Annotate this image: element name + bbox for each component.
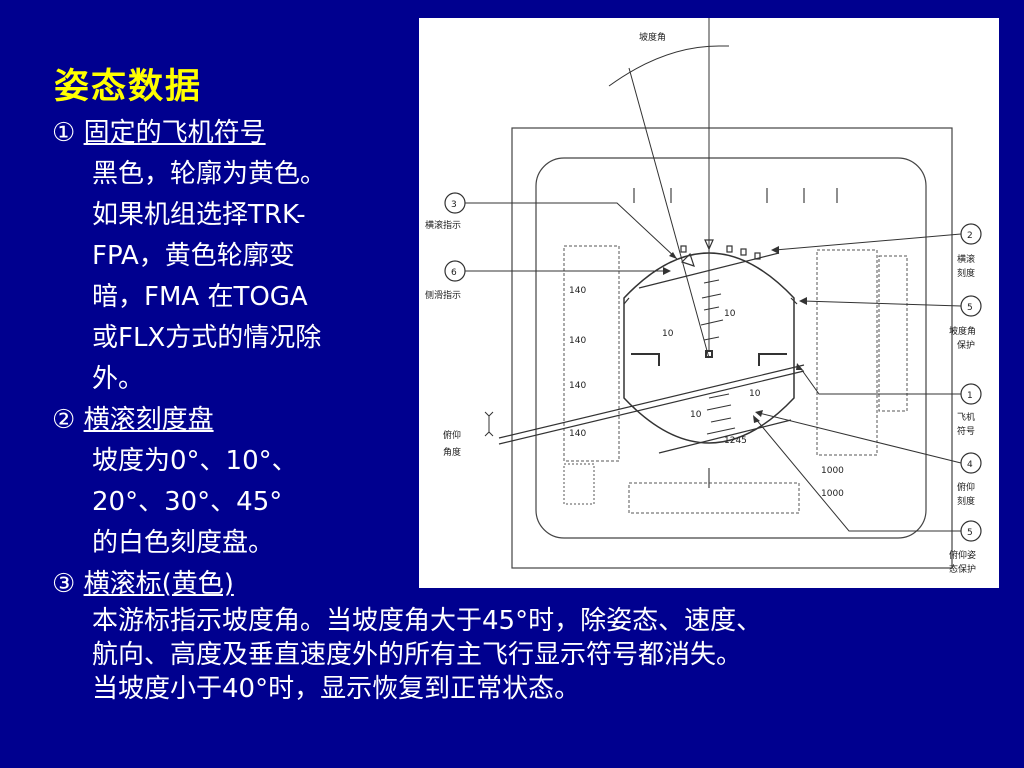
- pitch-label: 10: [690, 410, 702, 420]
- left-tape: 140 140 140 140: [563, 245, 620, 505]
- callout-right: 2 横滚 刻度: [771, 223, 982, 279]
- item2-header: ② 横滚刻度盘: [52, 400, 214, 441]
- callout-number: 5: [967, 528, 973, 538]
- callout-number: 4: [967, 460, 973, 470]
- pfd-attitude-diagram: 140 140 140 140 1000 1000: [419, 18, 999, 588]
- altitude-readout: 1245: [724, 436, 747, 446]
- callout-right: 4 俯仰 刻度: [755, 410, 982, 507]
- attitude-sphere: [623, 252, 795, 444]
- tape-label: 140: [569, 336, 586, 346]
- callout-text: 坡度角: [949, 325, 976, 337]
- pitch-ladder: [700, 279, 736, 435]
- item3-heading: 横滚标(黄色): [83, 569, 234, 599]
- item2-marker: ②: [52, 405, 76, 435]
- item1-header: ① 固定的飞机符号: [52, 113, 266, 154]
- item2-line: 坡度为0°、10°、: [92, 446, 298, 476]
- callout-left: 6 侧滑指示: [425, 260, 671, 301]
- item1-line: 或FLX方式的情况除: [92, 323, 322, 353]
- callout-number: 1: [967, 391, 973, 401]
- callout-text: 符号: [957, 425, 975, 437]
- callout-text: 刻度: [957, 495, 975, 507]
- callout-number: 3: [451, 200, 457, 210]
- bank-arc: [608, 45, 720, 87]
- pitch-angle-label: 角度: [443, 446, 461, 458]
- callout-text: 俯仰姿: [949, 549, 976, 561]
- ground-line: [658, 419, 792, 454]
- item3-header: ③ 横滚标(黄色): [52, 564, 234, 605]
- callout-number: 6: [451, 268, 457, 278]
- callout-right: 5 坡度角 保护: [799, 295, 982, 351]
- pitch-label: 10: [662, 329, 674, 339]
- item3-marker: ③: [52, 569, 76, 599]
- item2-line: 20°、30°、45°: [92, 487, 283, 517]
- item3-line: 当坡度小于40°时，显示恢复到正常状态。: [92, 674, 581, 704]
- bank-angle-label: 坡度角: [639, 31, 666, 43]
- tape-label: 1000: [821, 466, 844, 476]
- horizon-line: [498, 364, 805, 439]
- page-title: 姿态数据: [54, 67, 203, 107]
- item2-line: 的白色刻度盘。: [92, 528, 275, 558]
- item1-heading: 固定的飞机符号: [83, 118, 266, 148]
- bank-line: [628, 67, 710, 359]
- callout-text: 保护: [957, 339, 975, 351]
- item1-line: 如果机组选择TRK-: [92, 200, 306, 230]
- callout-number: 2: [967, 231, 973, 241]
- item1-line: FPA，黄色轮廓变: [92, 241, 295, 271]
- callout-text: 横滚: [957, 253, 975, 265]
- pfd-diagram-svg: 140 140 140 140 1000 1000: [425, 18, 982, 575]
- item2-heading: 横滚刻度盘: [83, 405, 214, 435]
- callout-text: 态保护: [949, 563, 976, 575]
- outer-frame: [511, 127, 953, 569]
- inner-frame: [535, 157, 927, 539]
- roll-index: [680, 252, 695, 267]
- callout-number: 5: [967, 303, 973, 313]
- pitch-angle-label: 俯仰: [443, 429, 461, 441]
- item1-line: 外。: [92, 364, 145, 394]
- aircraft-symbol: [631, 350, 787, 366]
- callout-text: 刻度: [957, 267, 975, 279]
- horizon-line: [498, 370, 805, 445]
- callout-left: 3 横滚指示: [425, 192, 678, 260]
- item3-line: 航向、高度及垂直速度外的所有主飞行显示符号都消失。: [92, 640, 743, 670]
- top-ticks: [633, 188, 838, 203]
- callout-right: 5 俯仰姿 态保护: [753, 415, 982, 575]
- heading-tape: [628, 482, 800, 514]
- tape-label: 140: [569, 286, 586, 296]
- tape-label: 140: [569, 381, 586, 391]
- callout-text: 俯仰: [957, 481, 975, 493]
- item3-body: 本游标指示坡度角。当坡度角大于45°时，除姿态、速度、 航向、高度及垂直速度外的…: [92, 604, 762, 706]
- callout-text: 侧滑指示: [425, 289, 461, 301]
- item1-line: 暗，FMA 在TOGA: [92, 282, 308, 312]
- tape-label: 140: [569, 429, 586, 439]
- pitch-label: 10: [749, 389, 761, 399]
- callout-right: 1 飞机 符号: [796, 363, 982, 437]
- roll-scale: [623, 239, 798, 305]
- callout-text: 飞机: [957, 411, 975, 423]
- pitch-label: 10: [724, 309, 736, 319]
- item1-line: 黑色，轮廓为黄色。: [92, 159, 327, 189]
- right-tape: 1000 1000: [816, 249, 908, 499]
- callout-text: 横滚指示: [425, 219, 461, 231]
- item3-line: 本游标指示坡度角。当坡度角大于45°时，除姿态、速度、: [92, 606, 763, 636]
- item1-marker: ①: [52, 118, 76, 148]
- tape-label: 1000: [821, 489, 844, 499]
